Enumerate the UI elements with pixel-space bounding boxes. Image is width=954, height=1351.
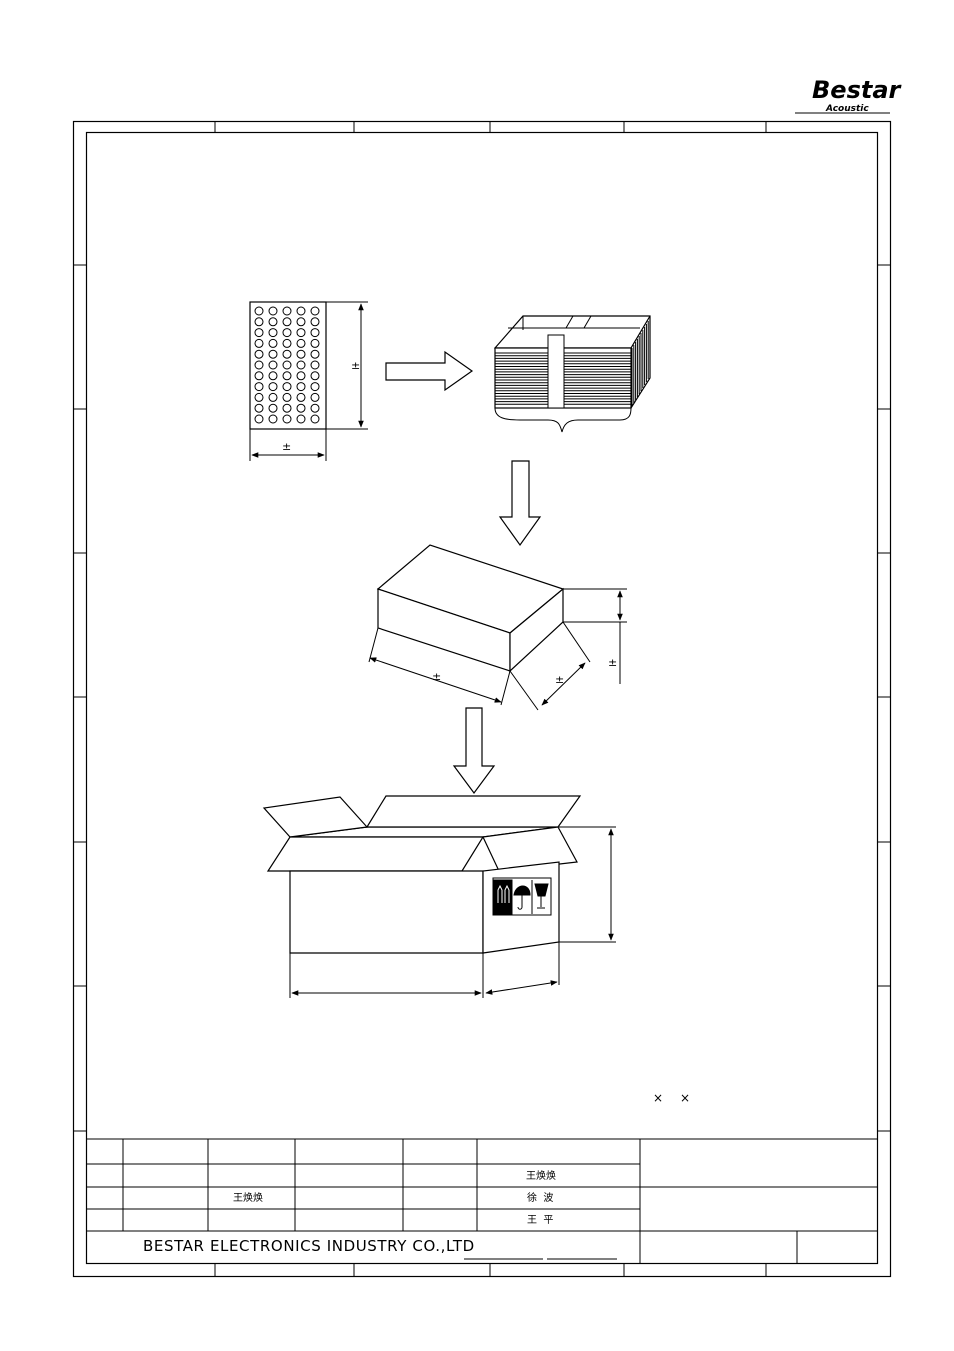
tray-cavity — [310, 403, 320, 413]
tray-cavity — [310, 371, 320, 381]
multiply-symbol: × — [680, 1091, 690, 1105]
checked-by: 王焕焕 — [233, 1191, 263, 1204]
arrow-down-icon — [498, 460, 542, 547]
reviewed-by: 徐 波 — [527, 1191, 553, 1204]
tray-cavity — [296, 403, 306, 413]
tray-cavity — [310, 306, 320, 316]
tray-cavity — [282, 349, 292, 359]
company-name: BESTAR ELECTRONICS INDUSTRY CO.,LTD — [143, 1237, 475, 1255]
tray-cavity — [282, 403, 292, 413]
tray-cavity — [282, 306, 292, 316]
tray-cavity — [254, 360, 264, 370]
tray-cavity — [296, 328, 306, 338]
tray-cavity — [310, 328, 320, 338]
tray-cavity — [254, 338, 264, 348]
tray-cavity — [310, 349, 320, 359]
tray-width-tolerance: ± — [282, 440, 291, 453]
tray-cavity — [268, 306, 278, 316]
tray-cavity — [296, 306, 306, 316]
svg-text:Bestar: Bestar — [812, 76, 903, 104]
tray-cavity — [296, 382, 306, 392]
tray-cavity — [268, 349, 278, 359]
tray-cavity — [254, 392, 264, 402]
tray-cavity — [282, 360, 292, 370]
tray-height-tolerance: ± — [351, 359, 360, 372]
tray-cavity — [310, 338, 320, 348]
bestar-logo: Bestar Acoustic — [795, 76, 903, 114]
multiply-symbol: × — [653, 1091, 663, 1105]
tray-cavity — [254, 306, 264, 316]
tray-cavity — [268, 403, 278, 413]
tray-cavity — [254, 328, 264, 338]
tray-cavity — [254, 349, 264, 359]
tray-cavity — [310, 414, 320, 424]
tray-cavity — [254, 317, 264, 327]
tray-cavity — [296, 349, 306, 359]
tray-cavity — [268, 382, 278, 392]
tray-cavity — [282, 371, 292, 381]
tray-cavity — [282, 338, 292, 348]
tray-cavity — [254, 403, 264, 413]
arrow-right-icon — [385, 350, 474, 392]
drawn-by: 王焕焕 — [526, 1169, 556, 1182]
tray-cavity — [254, 414, 264, 424]
tray-cavity — [310, 360, 320, 370]
tray-cavity — [268, 392, 278, 402]
tray-cavity — [268, 360, 278, 370]
svg-text:Acoustic: Acoustic — [825, 104, 869, 114]
tray-cavity — [282, 414, 292, 424]
tray-cavity — [296, 414, 306, 424]
tray-stack-drawing — [494, 315, 651, 433]
drawing-frame — [72, 120, 892, 1278]
tray-cavity — [282, 328, 292, 338]
tray-cavity — [254, 371, 264, 381]
tray-cavity — [254, 382, 264, 392]
tray-cavity — [310, 382, 320, 392]
title-block — [86, 1138, 877, 1263]
arrow-down-icon — [452, 707, 496, 795]
tray-cavity — [296, 360, 306, 370]
tray-cavity — [296, 371, 306, 381]
tray-cavity — [282, 392, 292, 402]
tray-cavity — [310, 392, 320, 402]
tray-cavity — [296, 392, 306, 402]
tray-cavity — [268, 414, 278, 424]
tray-cavity — [296, 317, 306, 327]
tray-cavity — [296, 338, 306, 348]
tray-cavity — [268, 338, 278, 348]
tray-cavity — [268, 328, 278, 338]
tray-cavity — [282, 382, 292, 392]
tray-cavity — [268, 371, 278, 381]
tray-cavity — [282, 317, 292, 327]
inner-box-drawing — [368, 544, 627, 711]
inner-box-width-tolerance: ± — [555, 673, 564, 686]
tray-cavity — [268, 317, 278, 327]
inner-box-length-tolerance: ± — [432, 670, 441, 683]
tray-drawing — [249, 301, 368, 461]
inner-box-height-tolerance: ± — [608, 656, 617, 669]
outer-carton-drawing — [262, 795, 616, 998]
tray-cavity — [310, 317, 320, 327]
approved-by: 王 平 — [527, 1215, 553, 1226]
